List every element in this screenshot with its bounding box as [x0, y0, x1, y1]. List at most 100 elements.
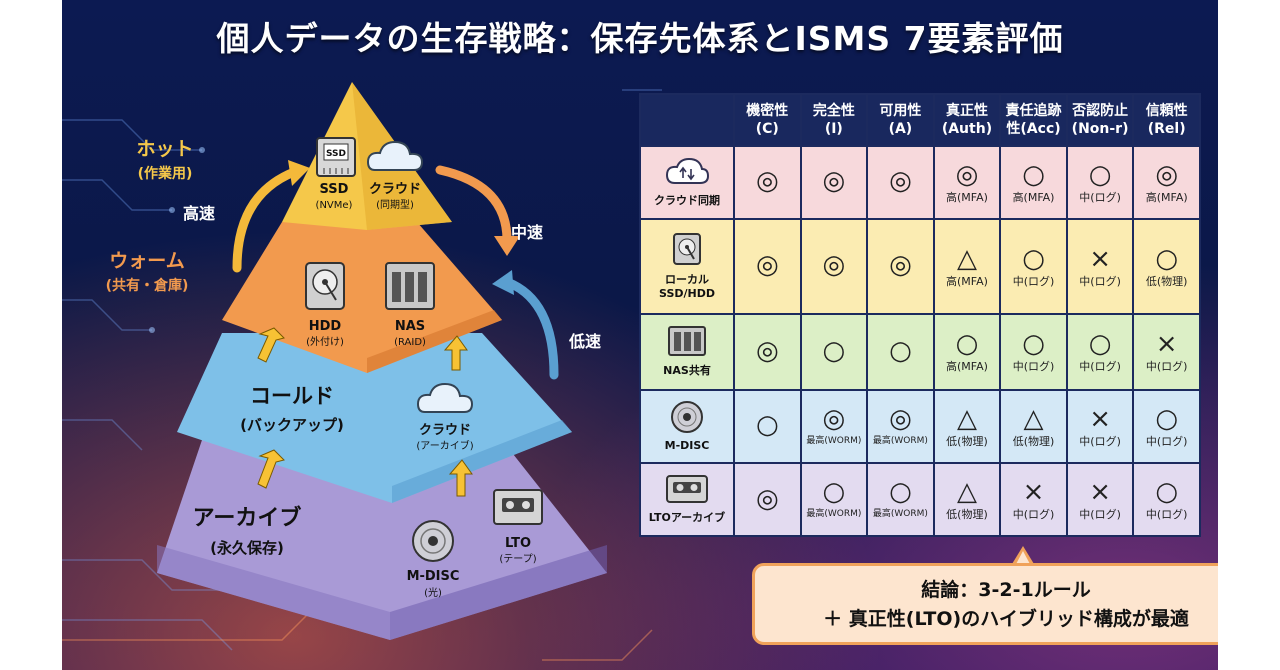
- rating-note: 中(ログ): [1145, 508, 1188, 522]
- rating-note: 低(物理): [1012, 434, 1055, 448]
- tier-cold-name: コールド: [250, 384, 334, 408]
- row-label: ローカル: [665, 273, 709, 287]
- rating-cell: ◎: [733, 217, 802, 316]
- rating-symbol: ×: [1022, 477, 1045, 508]
- rating-cell: ×中(ログ): [999, 462, 1068, 537]
- rating-note: 低(物理): [946, 434, 988, 448]
- arrow-slow: [502, 277, 559, 380]
- hdd-icon: [641, 232, 733, 269]
- rating-note: 中(ログ): [1079, 274, 1121, 288]
- cloud-sync-sub: (同期型): [376, 198, 414, 211]
- rating-symbol: ◎: [755, 483, 779, 514]
- rating-symbol: ○: [1155, 243, 1179, 274]
- rating-cell: ◎: [733, 313, 802, 391]
- conclusion-callout: 結論：3-2-1ルール ＋ 真正性(LTO)のハイブリッド構成が最適: [752, 563, 1218, 645]
- rating-cell: ○: [799, 313, 869, 391]
- rating-cell: △低(物理): [932, 462, 1002, 537]
- infographic-canvas: 個人データの生存戦略：保存先体系とISMS 7要素評価: [62, 0, 1218, 670]
- rating-symbol: △: [1023, 403, 1044, 434]
- cloud-icon: [366, 140, 424, 171]
- rating-cell: ○中(ログ): [999, 217, 1068, 316]
- table-row: LTOアーカイブ◎○最高(WORM)○最高(WORM)△低(物理)×中(ログ)×…: [639, 462, 1201, 537]
- rating-cell: △低(物理): [999, 388, 1068, 465]
- row-header: LTOアーカイブ: [639, 462, 735, 537]
- col-header: 否認防止(Non-r): [1065, 93, 1135, 147]
- rating-cell: ◎: [866, 145, 935, 220]
- rating-cell: ◎高(MFA): [932, 145, 1002, 220]
- tier-archive-sub: (永久保存): [210, 539, 284, 557]
- hdd-sub: (外付け): [306, 335, 344, 348]
- col-header: 信頼性(Rel): [1132, 93, 1201, 147]
- cloud-archive-icon: [416, 382, 474, 413]
- rating-note: 中(ログ): [1079, 190, 1121, 204]
- arrow-up-cold-to-warm: [443, 335, 468, 371]
- rating-note: 高(MFA): [946, 274, 988, 288]
- col-header: 真正性(Auth): [932, 93, 1002, 147]
- rating-cell: ○高(MFA): [999, 145, 1068, 220]
- tier-warm-name: ウォーム: [109, 250, 184, 272]
- cloud-archive-label: クラウド: [419, 423, 471, 438]
- rating-symbol: ×: [1089, 477, 1111, 508]
- rating-note: 中(ログ): [1079, 434, 1121, 448]
- rating-cell: ×中(ログ): [1065, 217, 1135, 316]
- isms-evaluation-table: 機密性(C) 完全性(I) 可用性(A) 真正性(Auth) 責任追跡性(Acc…: [639, 93, 1201, 537]
- rating-cell: ×中(ログ): [1132, 313, 1201, 391]
- col-header: 可用性(A): [866, 93, 935, 147]
- tier-cold-sub: (バックアップ): [240, 416, 344, 434]
- row-header: M-DISC: [639, 388, 735, 465]
- rating-note: 中(ログ): [1145, 434, 1188, 448]
- hdd-label: HDD: [309, 319, 342, 334]
- row-label: M-DISC: [664, 439, 710, 453]
- rating-cell: ○高(MFA): [932, 313, 1002, 391]
- rating-note: 低(物理): [946, 508, 988, 522]
- speed-slow-label: 低速: [568, 332, 601, 351]
- rating-cell: ○中(ログ): [1065, 145, 1135, 220]
- rating-symbol: ×: [1155, 329, 1178, 360]
- rating-note: 中(ログ): [1079, 508, 1121, 522]
- rating-cell: △高(MFA): [932, 217, 1002, 316]
- nas-sub: (RAID): [394, 337, 426, 348]
- disc-icon: [641, 400, 733, 437]
- cloud-sync-icon: [641, 157, 733, 190]
- ssd-badge: SSD: [326, 149, 346, 159]
- col-header: 機密性(C): [733, 93, 802, 147]
- rating-symbol: ◎: [889, 403, 912, 434]
- hdd-icon: [305, 262, 345, 310]
- ssd-label: SSD: [320, 182, 349, 197]
- rating-symbol: ◎: [755, 250, 779, 281]
- rating-cell: ×中(ログ): [1065, 388, 1135, 465]
- tier-warm-sub: (共有・倉庫): [106, 277, 189, 294]
- mdisc-label: M-DISC: [407, 569, 460, 584]
- rating-symbol: ○: [755, 410, 779, 441]
- storage-pyramid: SSD SSD (NVMe) クラウド (同期型) HDD (外付け) NAS …: [106, 82, 607, 640]
- rating-symbol: ◎: [822, 403, 846, 434]
- rating-cell: ○中(ログ): [1132, 388, 1201, 465]
- rating-cell: ○: [733, 388, 802, 465]
- rating-symbol: △: [956, 403, 977, 434]
- rating-symbol: ○: [1022, 243, 1045, 274]
- cloud-archive-sub: (アーカイブ): [416, 439, 473, 452]
- tier-hot-name: ホット: [136, 138, 193, 160]
- rating-symbol: ×: [1089, 403, 1111, 434]
- rating-symbol: ◎: [755, 166, 779, 197]
- rating-symbol: △: [956, 243, 977, 274]
- rating-cell: ○低(物理): [1132, 217, 1201, 316]
- rating-symbol: ◎: [822, 166, 846, 197]
- rating-note: 最高(WORM): [806, 435, 862, 446]
- arrow-down-cold-to-archive: [257, 449, 285, 489]
- rating-note: 最高(WORM): [872, 509, 928, 520]
- rating-note: 最高(WORM): [806, 509, 862, 520]
- speed-mid-label: 中速: [511, 223, 543, 242]
- rating-symbol: ◎: [1155, 159, 1179, 190]
- lto-label: LTO: [505, 536, 531, 551]
- nas-icon: [385, 262, 435, 310]
- rating-symbol: ◎: [822, 250, 846, 281]
- speed-fast-label: 高速: [183, 204, 215, 223]
- rating-note: 高(MFA): [1012, 190, 1055, 204]
- row-label-2: SSD/HDD: [659, 287, 715, 301]
- conclusion-line-2: ＋ 真正性(LTO)のハイブリッド構成が最適: [823, 608, 1189, 630]
- col-header: 完全性(I): [799, 93, 869, 147]
- rating-symbol: ○: [889, 335, 912, 366]
- disc-icon: [412, 520, 454, 562]
